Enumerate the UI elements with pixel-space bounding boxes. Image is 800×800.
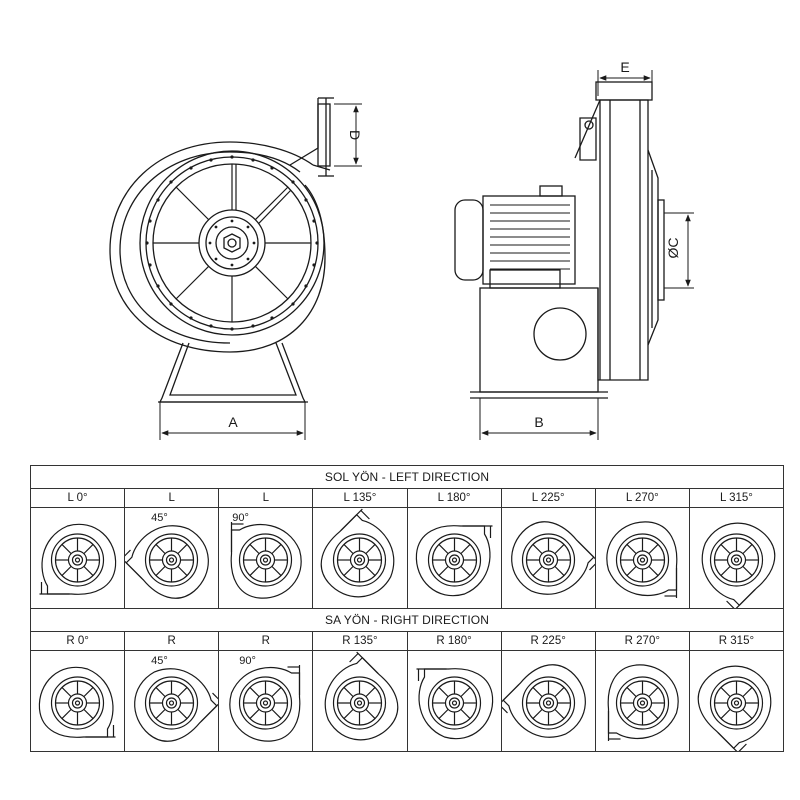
left-fan-2: 90° [219,508,314,608]
left-header-4: L 180° [408,489,502,507]
left-header-1: L [125,489,220,507]
fan-orientation-icon [39,523,117,595]
right-fan-1: 45° [125,651,220,751]
left-direction-title: SOL YÖN - LEFT DIRECTION [31,466,783,489]
left-fan-3 [313,508,408,608]
dimension-b [479,398,599,440]
right-fan-3 [313,651,408,751]
left-fan-0 [31,508,126,608]
left-header-7: L 315° [719,492,753,504]
right-fan-6 [596,651,690,751]
left-angle-2: 90° [232,512,249,524]
dimension-c-label: ØC [665,238,681,259]
left-header-6: L 270° [596,489,690,507]
dimension-c [664,212,694,289]
right-header-4: R 180° [408,632,502,650]
front-view-bolts [145,155,319,331]
right-fan-2: 90° [219,651,314,751]
right-header-0: R 0° [31,632,126,650]
dimension-b-label: B [534,414,543,430]
fan-orientation-icon [134,668,219,742]
left-fan-5 [502,508,596,608]
left-header-0: L 0° [31,489,126,507]
right-direction-title: SA YÖN - RIGHT DIRECTION [31,609,783,632]
right-header-7: R 315° [718,635,755,647]
fan-orientation-icon [324,651,399,741]
fan-orientation-icon [38,666,116,738]
left-fan-7 [690,508,783,608]
left-fan-6 [596,508,690,608]
dimension-a-label: A [228,414,238,430]
right-direction-header-row: R 0° R R R 135° R 180° R 225° R 270° R 3… [31,632,783,651]
side-view [454,81,665,399]
left-fan-4 [408,508,502,608]
fan-orientation-icon [697,665,772,751]
fan-orientation-icon [606,521,678,598]
left-direction-header-row: L 0° L L L 135° L 180° L 225° L 270° L 3… [31,489,783,508]
fan-orientation-icon [125,525,209,599]
left-direction-drawings-row: 45° 90° [31,508,783,608]
left-fan-1: 45° [125,508,220,608]
front-view [109,97,334,403]
fan-orientation-icon [607,664,679,741]
fan-orientation-icon [230,522,302,599]
fan-orientation-icon [415,525,492,597]
right-direction-drawings-row: 45° 90° [31,651,783,751]
right-header-3: R 135° [313,632,408,650]
dimension-e [597,70,653,96]
fan-orientation-icon [510,521,595,595]
right-header-2: R [219,632,314,650]
dimension-a [159,402,306,440]
fan-orientation-icon [229,665,301,742]
right-header-6: R 270° [596,632,690,650]
fan-orientation-icon [321,508,395,598]
fan-orientation-icon [701,522,776,608]
right-fan-7 [690,651,783,751]
fan-drawings: A D [109,59,694,440]
right-header-1: R [125,632,220,650]
right-header-5: R 225° [502,632,596,650]
right-angle-1: 45° [151,655,168,667]
left-header-5: L 225° [502,489,596,507]
right-fan-0 [31,651,126,751]
fan-orientation-icon [416,668,493,740]
dimension-d [334,103,362,167]
right-fan-5 [501,651,596,751]
fan-orientation-icon [501,664,586,738]
dimension-d-label: D [347,130,363,140]
left-direction-table: SOL YÖN - LEFT DIRECTION L 0° L L L 135°… [30,465,784,609]
left-header-3: L 135° [313,489,408,507]
dimension-e-label: E [620,59,629,75]
left-angle-1: 45° [151,512,168,524]
right-direction-table: SA YÖN - RIGHT DIRECTION R 0° R R R 135°… [30,608,784,752]
left-header-2: L [219,489,314,507]
right-angle-2: 90° [239,655,256,667]
right-fan-4 [408,651,502,751]
